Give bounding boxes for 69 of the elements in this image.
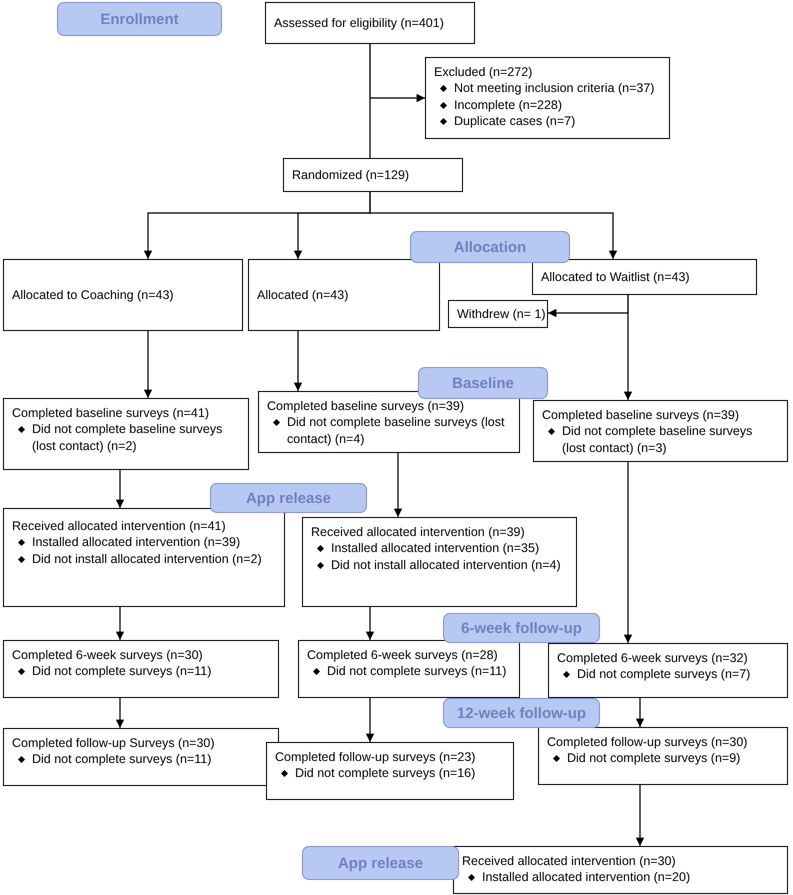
bullet-item: Installed allocated intervention (n=20) [482,869,690,886]
arrow [116,698,124,728]
stage-label: Baseline [418,367,548,399]
box-heading: Completed follow-up Surveys (n=30) [12,735,216,752]
bullet-item: Did not complete surveys (n=11) [32,663,212,680]
bullet-item: Did not complete surveys (n=11) [32,751,212,768]
arrow [394,453,402,517]
flow-box [3,398,249,470]
bullet-item: Incomplete (n=228) [454,96,562,113]
arrow [366,607,374,640]
box-heading: Completed baseline surveys (n=41) [12,405,210,422]
arrow [144,331,152,398]
box-heading: Completed baseline surveys (n=39) [542,407,740,424]
arrow [624,295,632,400]
flow-box [453,846,788,894]
arrow [116,607,124,640]
box-heading: Received allocated intervention (n=30) [462,853,677,870]
bullet-item: Did not complete baseline surveys (lost contact) (n=2) [32,421,224,454]
stage-label: Allocation [410,231,570,263]
box-heading: Completed follow-up surveys (n=23) [275,749,476,766]
flow-box [3,508,285,607]
flow-box [533,400,788,462]
flow-box [538,727,788,785]
arrow [294,331,302,391]
flow-box: Assessed for eligibility (n=401) [265,2,475,44]
box-heading: Completed 6-week surveys (n=28) [307,647,499,664]
bullet-item: Did not complete baseline surveys (lost contact) (n=3) [562,423,754,456]
bullet-item: Did not complete surveys (n=16) [295,765,476,782]
bullet-item: Did not install allocated intervention (n=2) [32,550,262,567]
arrow [369,192,618,259]
stage-label: App release [210,483,367,513]
arrow [369,44,425,102]
flow-box: Allocated to Waitlist (n=43) [532,259,757,295]
arrow [636,698,644,727]
box-heading: Completed baseline surveys (n=39) [267,398,465,414]
bullet-item: Did not install allocated intervention (n=4) [331,556,561,573]
bullet-item: Did not complete surveys (n=9) [567,750,740,766]
box-heading: Received allocated intervention (n=39) [311,524,526,540]
bullet-item: Installed allocated intervention (n=35) [331,540,540,556]
flow-box [548,643,788,698]
flow-box [302,517,577,607]
arrow [636,785,644,846]
flow-box: Withdrew (n= 1) [448,300,548,328]
flow-box [298,640,520,698]
arrow [116,470,124,508]
bullet-item: Did not complete surveys (n=7) [577,666,750,682]
flow-box [266,742,514,800]
flow-box [3,640,279,698]
flow-box: Allocated to Coaching (n=43) [3,259,243,331]
box-heading: Completed 6-week surveys (n=30) [12,647,204,664]
box-heading: Completed follow-up surveys (n=30) [547,734,748,750]
arrow [366,698,374,742]
bullet-item: Installed allocated intervention (n=39) [32,534,240,550]
stage-label: Enrollment [57,2,222,36]
bullet-item: Did not complete baseline surveys (lost contact) (n=4) [287,414,506,447]
flow-box [258,391,520,453]
stage-label: 12-week follow-up [443,698,600,728]
stage-label: 6-week follow-up [443,613,600,643]
flow-box [425,57,670,139]
bullet-item: Duplicate cases (n=7) [454,112,576,129]
flow-box: Randomized (n=129) [283,158,463,192]
bullet-item: Did not complete surveys (n=11) [327,663,506,680]
flow-box: Allocated (n=43) [248,259,440,331]
stage-label: App release [302,846,459,880]
box-heading: Completed 6-week surveys (n=32) [557,650,749,666]
box-heading: Received allocated intervention (n=41) [12,518,227,534]
bullet-item: Not meeting inclusion criteria (n=37) [454,80,654,96]
arrow [624,462,632,643]
box-heading: Excluded (n=272) [434,64,534,80]
